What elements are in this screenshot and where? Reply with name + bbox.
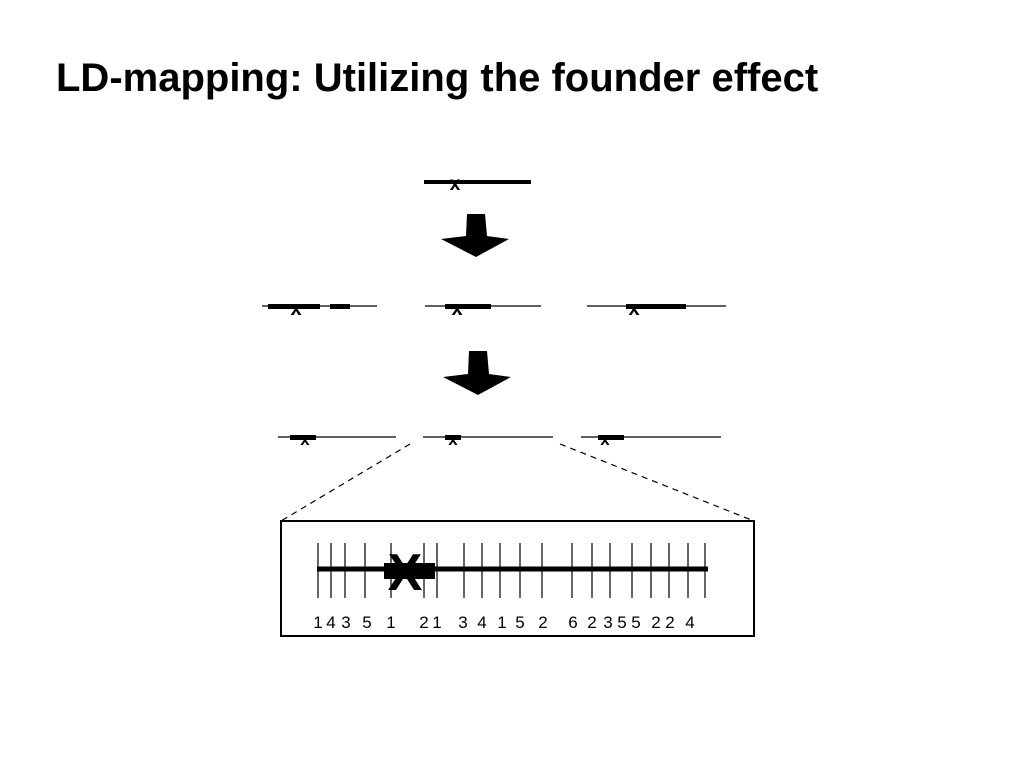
slide-title: LD-mapping: Utilizing the founder effect [56,56,819,100]
mutation-mark: x [451,298,462,320]
marker-number: 2 [587,613,596,632]
marker-number: 5 [515,613,524,632]
mutation-mark: x [290,298,301,320]
present-day-chromosome-1: x [278,430,396,449]
marker-number: 1 [386,613,395,632]
intermediate-chromosome-2: x [425,298,541,320]
present-day-chromosome-2: x [423,430,553,449]
conserved-haplotype-block [384,563,435,579]
marker-number: 4 [326,613,335,632]
intermediate-chromosome-1: x [262,298,377,320]
marker-number: 2 [665,613,674,632]
zoomed-region-panel: X 1 4 3 5 1 2 1 3 4 1 5 2 6 2 3 5 5 2 2 … [280,520,755,637]
marker-number: 4 [685,613,694,632]
marker-number: 3 [341,613,350,632]
marker-number: 2 [651,613,660,632]
present-day-chromosome-3: x [581,430,721,449]
marker-number: 6 [568,613,577,632]
marker-number: 5 [617,613,626,632]
down-arrow-icon [441,214,509,257]
founder-mutation-mark: x [450,174,461,195]
marker-number: 1 [497,613,506,632]
marker-number: 1 [313,613,322,632]
zoom-guide-lines [280,443,755,522]
marker-number-labels: 1 4 3 5 1 2 1 3 4 1 5 2 6 2 3 5 5 2 2 4 [313,613,694,632]
marker-number: 2 [419,613,428,632]
marker-number: 5 [631,613,640,632]
marker-number: 5 [362,613,371,632]
marker-number: 4 [477,613,486,632]
mutation-mark: x [300,430,310,449]
down-arrow-icon [443,351,511,395]
marker-number: 1 [432,613,441,632]
intermediate-chromosome-3: x [587,298,726,320]
founder-chromosome: x [424,174,531,195]
marker-number: 2 [538,613,547,632]
zoom-mutation-mark: X [388,544,423,602]
mutation-mark: x [448,430,458,449]
mutation-mark: x [600,430,610,449]
marker-number: 3 [458,613,467,632]
marker-ticks [317,543,706,598]
marker-number: 3 [603,613,612,632]
mutation-mark: x [628,298,639,320]
